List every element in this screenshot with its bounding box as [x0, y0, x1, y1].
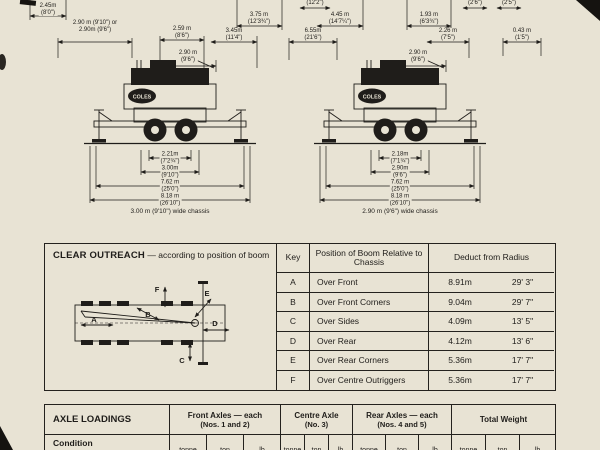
unit-header-ton: ton: [305, 435, 329, 450]
dimension-label: 2.59 m(8'6"): [171, 26, 193, 39]
group-sublabel: (No. 3): [304, 419, 329, 429]
dimension-label: 0.43 m(1'5"): [511, 28, 533, 41]
dimension-label: 7.62 m(25'0"): [159, 179, 181, 193]
group-header-centre-axle: Centre Axle (No. 3): [281, 405, 353, 435]
outreach-metric-cell: 5.36m: [429, 351, 491, 371]
boom-position-diagram-svg: A B C D E F: [74, 281, 230, 365]
outreach-key-cell: A: [277, 273, 310, 293]
clear-outreach-subtitle: — according to position of boom: [145, 250, 270, 260]
group-label: Front Axles — each: [187, 410, 263, 420]
outreach-position-cell: Over Front Corners: [310, 292, 429, 312]
header-boom-position: Position of Boom Relative to Chassis: [310, 244, 429, 273]
outreach-metric-cell: 9.04m: [429, 293, 491, 312]
group-sublabel: (Nos. 4 and 5): [377, 419, 427, 429]
group-label: Centre Axle: [294, 410, 339, 420]
outreach-imperial-cell: 29' 7": [491, 293, 554, 312]
dimension-label: (12'2"): [305, 0, 325, 7]
unit-header-tonne: tonne: [353, 435, 386, 450]
crane-front-view-drawing: COLES: [84, 59, 256, 145]
dimension-label: (2'6"): [467, 0, 483, 7]
unit-header-tonne: tonne: [452, 435, 486, 450]
top-dimension-lines: [29, 0, 542, 72]
outreach-position-cell: Over Centre Outriggers: [310, 370, 429, 390]
clear-outreach-table: CLEAR OUTREACH — according to position o…: [44, 243, 556, 391]
group-label: Rear Axles — each: [366, 410, 438, 420]
group-header-rear-axles: Rear Axles — each (Nos. 4 and 5): [353, 405, 452, 435]
dimension-label: 6.55m(21'6"): [303, 28, 323, 41]
dimension-label: (2'5"): [501, 0, 517, 7]
axle-loadings-table: AXLE LOADINGS Front Axles — each (Nos. 1…: [44, 404, 556, 450]
outreach-metric-cell: 5.36m: [448, 375, 472, 386]
dimension-label: 3.45m(11'4"): [224, 28, 244, 41]
dimension-label: 2.90 m(9'6"): [177, 50, 199, 63]
outreach-key-cell: C: [277, 312, 310, 332]
dimension-label: 7.62 m(25'0"): [389, 179, 411, 193]
diagram-letter-d: D: [212, 319, 218, 328]
outreach-imperial-cell: 17' 7": [491, 351, 554, 371]
unit-header-lb: lb: [534, 446, 541, 450]
outreach-imperial-cell: 17' 7": [511, 375, 534, 386]
diagram-letter-b: B: [145, 310, 151, 319]
diagram-letter-e: E: [204, 289, 209, 298]
outreach-metric-cell: 4.12m: [429, 332, 491, 351]
header-deduct-from-radius: Deduct from Radius: [429, 244, 554, 273]
diagram-letter-c: C: [179, 356, 185, 365]
dimension-label: 8.18 m(26'10"): [158, 193, 182, 207]
group-header-total-weight: Total Weight: [452, 405, 555, 435]
outreach-metric-cell: 8.91m: [429, 273, 491, 293]
outreach-position-cell: Over Front: [310, 273, 429, 293]
outreach-imperial-cell: 13' 5": [491, 312, 554, 332]
header-key: Key: [277, 244, 310, 273]
dimension-label: 2.26 m(7'5"): [437, 28, 459, 41]
unit-header-tonne: tonne: [281, 435, 305, 450]
unit-header-lb: lb: [329, 435, 353, 450]
outreach-imperial-cell: 13' 6": [491, 332, 554, 351]
clear-outreach-title: CLEAR OUTREACH — according to position o…: [45, 244, 277, 273]
dimension-label: 2.90m(9'6"): [390, 165, 410, 179]
dimension-label: 3.00m(9'10"): [160, 165, 180, 179]
right-crane-front-view: [313, 59, 487, 145]
group-label: Total Weight: [479, 415, 528, 424]
dimension-label: 3.75 m(12'3¾"): [246, 12, 272, 25]
outreach-position-cell: Over Sides: [310, 312, 429, 332]
axle-loadings-title: AXLE LOADINGS: [45, 405, 170, 435]
coles-brand-logo-text: COLES: [133, 94, 152, 100]
diagram-letter-f: F: [155, 285, 160, 294]
dimension-label: 4.45 m(14'7¼"): [327, 12, 353, 25]
outreach-metric-cell: 4.09m: [429, 312, 491, 332]
unit-header-lb: lb: [244, 435, 281, 450]
unit-header-ton: ton: [386, 435, 419, 450]
boom-position-diagram: A B C D E F: [45, 273, 277, 390]
outreach-key-cell: E: [277, 351, 310, 371]
unit-header-tonne: tonne: [170, 435, 207, 450]
outreach-key-cell: B: [277, 292, 310, 312]
outreach-key-cell: D: [277, 331, 310, 351]
group-header-front-axles: Front Axles — each (Nos. 1 and 2): [170, 405, 281, 435]
clear-outreach-title-text: CLEAR OUTREACH: [53, 250, 145, 261]
unit-header-ton: ton: [486, 435, 520, 450]
scan-artifact-corner-bottom-left: [0, 426, 13, 450]
chassis-width-caption-right: 2.90 m (9'6") wide chassis: [362, 208, 438, 215]
unit-header-lb: lb: [419, 435, 452, 450]
outreach-imperial-cell: 29' 3": [491, 273, 554, 293]
dimension-label: 2.21m(7'2¾"): [159, 151, 181, 165]
dimension-label: 1.93 m(6'3¾"): [418, 12, 440, 25]
dimension-label: 8.18 m(26'10"): [388, 193, 412, 207]
dimension-label: 2.18m(7'1¾"): [389, 151, 411, 165]
outreach-position-cell: Over Rear Corners: [310, 351, 429, 371]
chassis-width-caption-left: 3.00 m (9'10") wide chassis: [130, 208, 210, 215]
diagram-letter-a: A: [91, 315, 97, 324]
unit-header-ton: ton: [207, 435, 244, 450]
group-sublabel: (Nos. 1 and 2): [200, 419, 250, 429]
outreach-position-cell: Over Rear: [310, 331, 429, 351]
dimension-label: 2.90 m(9'6"): [407, 50, 429, 63]
dimension-diagram-linework: COLES: [29, 0, 542, 203]
condition-row-header: Condition: [45, 435, 170, 450]
outreach-key-cell: F: [277, 370, 310, 390]
dimension-label: 2.45m(8'0"): [38, 3, 58, 16]
